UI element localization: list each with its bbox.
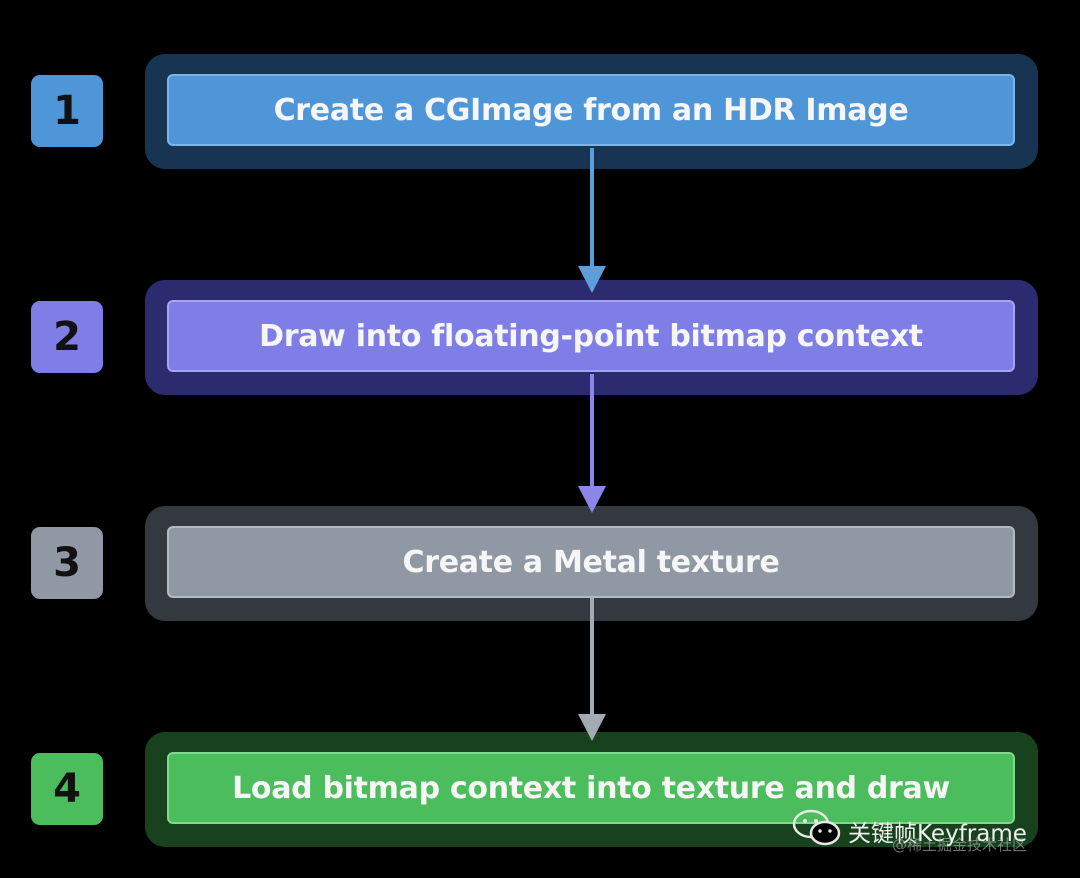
watermark: 关键帧Keyframe @稀土掘金技术社区 xyxy=(792,808,1062,870)
step-1-container: Create a CGImage from an HDR Image xyxy=(145,54,1038,169)
step-3-number-badge: 3 xyxy=(31,527,103,599)
step-3-container: Create a Metal texture xyxy=(145,506,1038,621)
step-3-box: Create a Metal texture xyxy=(167,526,1015,598)
arrow-3-to-4 xyxy=(578,598,606,741)
step-2-number-badge: 2 xyxy=(31,301,103,373)
watermark-name: 关键帧Keyframe xyxy=(848,821,1027,847)
step-4-container: Load bitmap context into texture and dra… xyxy=(145,732,1038,847)
step-4-box: Load bitmap context into texture and dra… xyxy=(167,752,1015,824)
step-3-label: Create a Metal texture xyxy=(402,544,780,580)
wechat-icon xyxy=(792,809,841,846)
step-4-number-badge: 4 xyxy=(31,753,103,825)
step-2-label: Draw into floating-point bitmap context xyxy=(259,318,923,354)
step-1-label: Create a CGImage from an HDR Image xyxy=(273,92,909,128)
step-1-number-badge: 1 xyxy=(31,75,103,147)
arrow-2-to-3 xyxy=(578,374,606,513)
watermark-sub: @稀土掘金技术社区 xyxy=(892,836,1028,854)
step-2-box: Draw into floating-point bitmap context xyxy=(167,300,1015,372)
step-1-box: Create a CGImage from an HDR Image xyxy=(167,74,1015,146)
arrow-1-to-2 xyxy=(578,148,606,293)
step-4-label: Load bitmap context into texture and dra… xyxy=(232,770,950,806)
